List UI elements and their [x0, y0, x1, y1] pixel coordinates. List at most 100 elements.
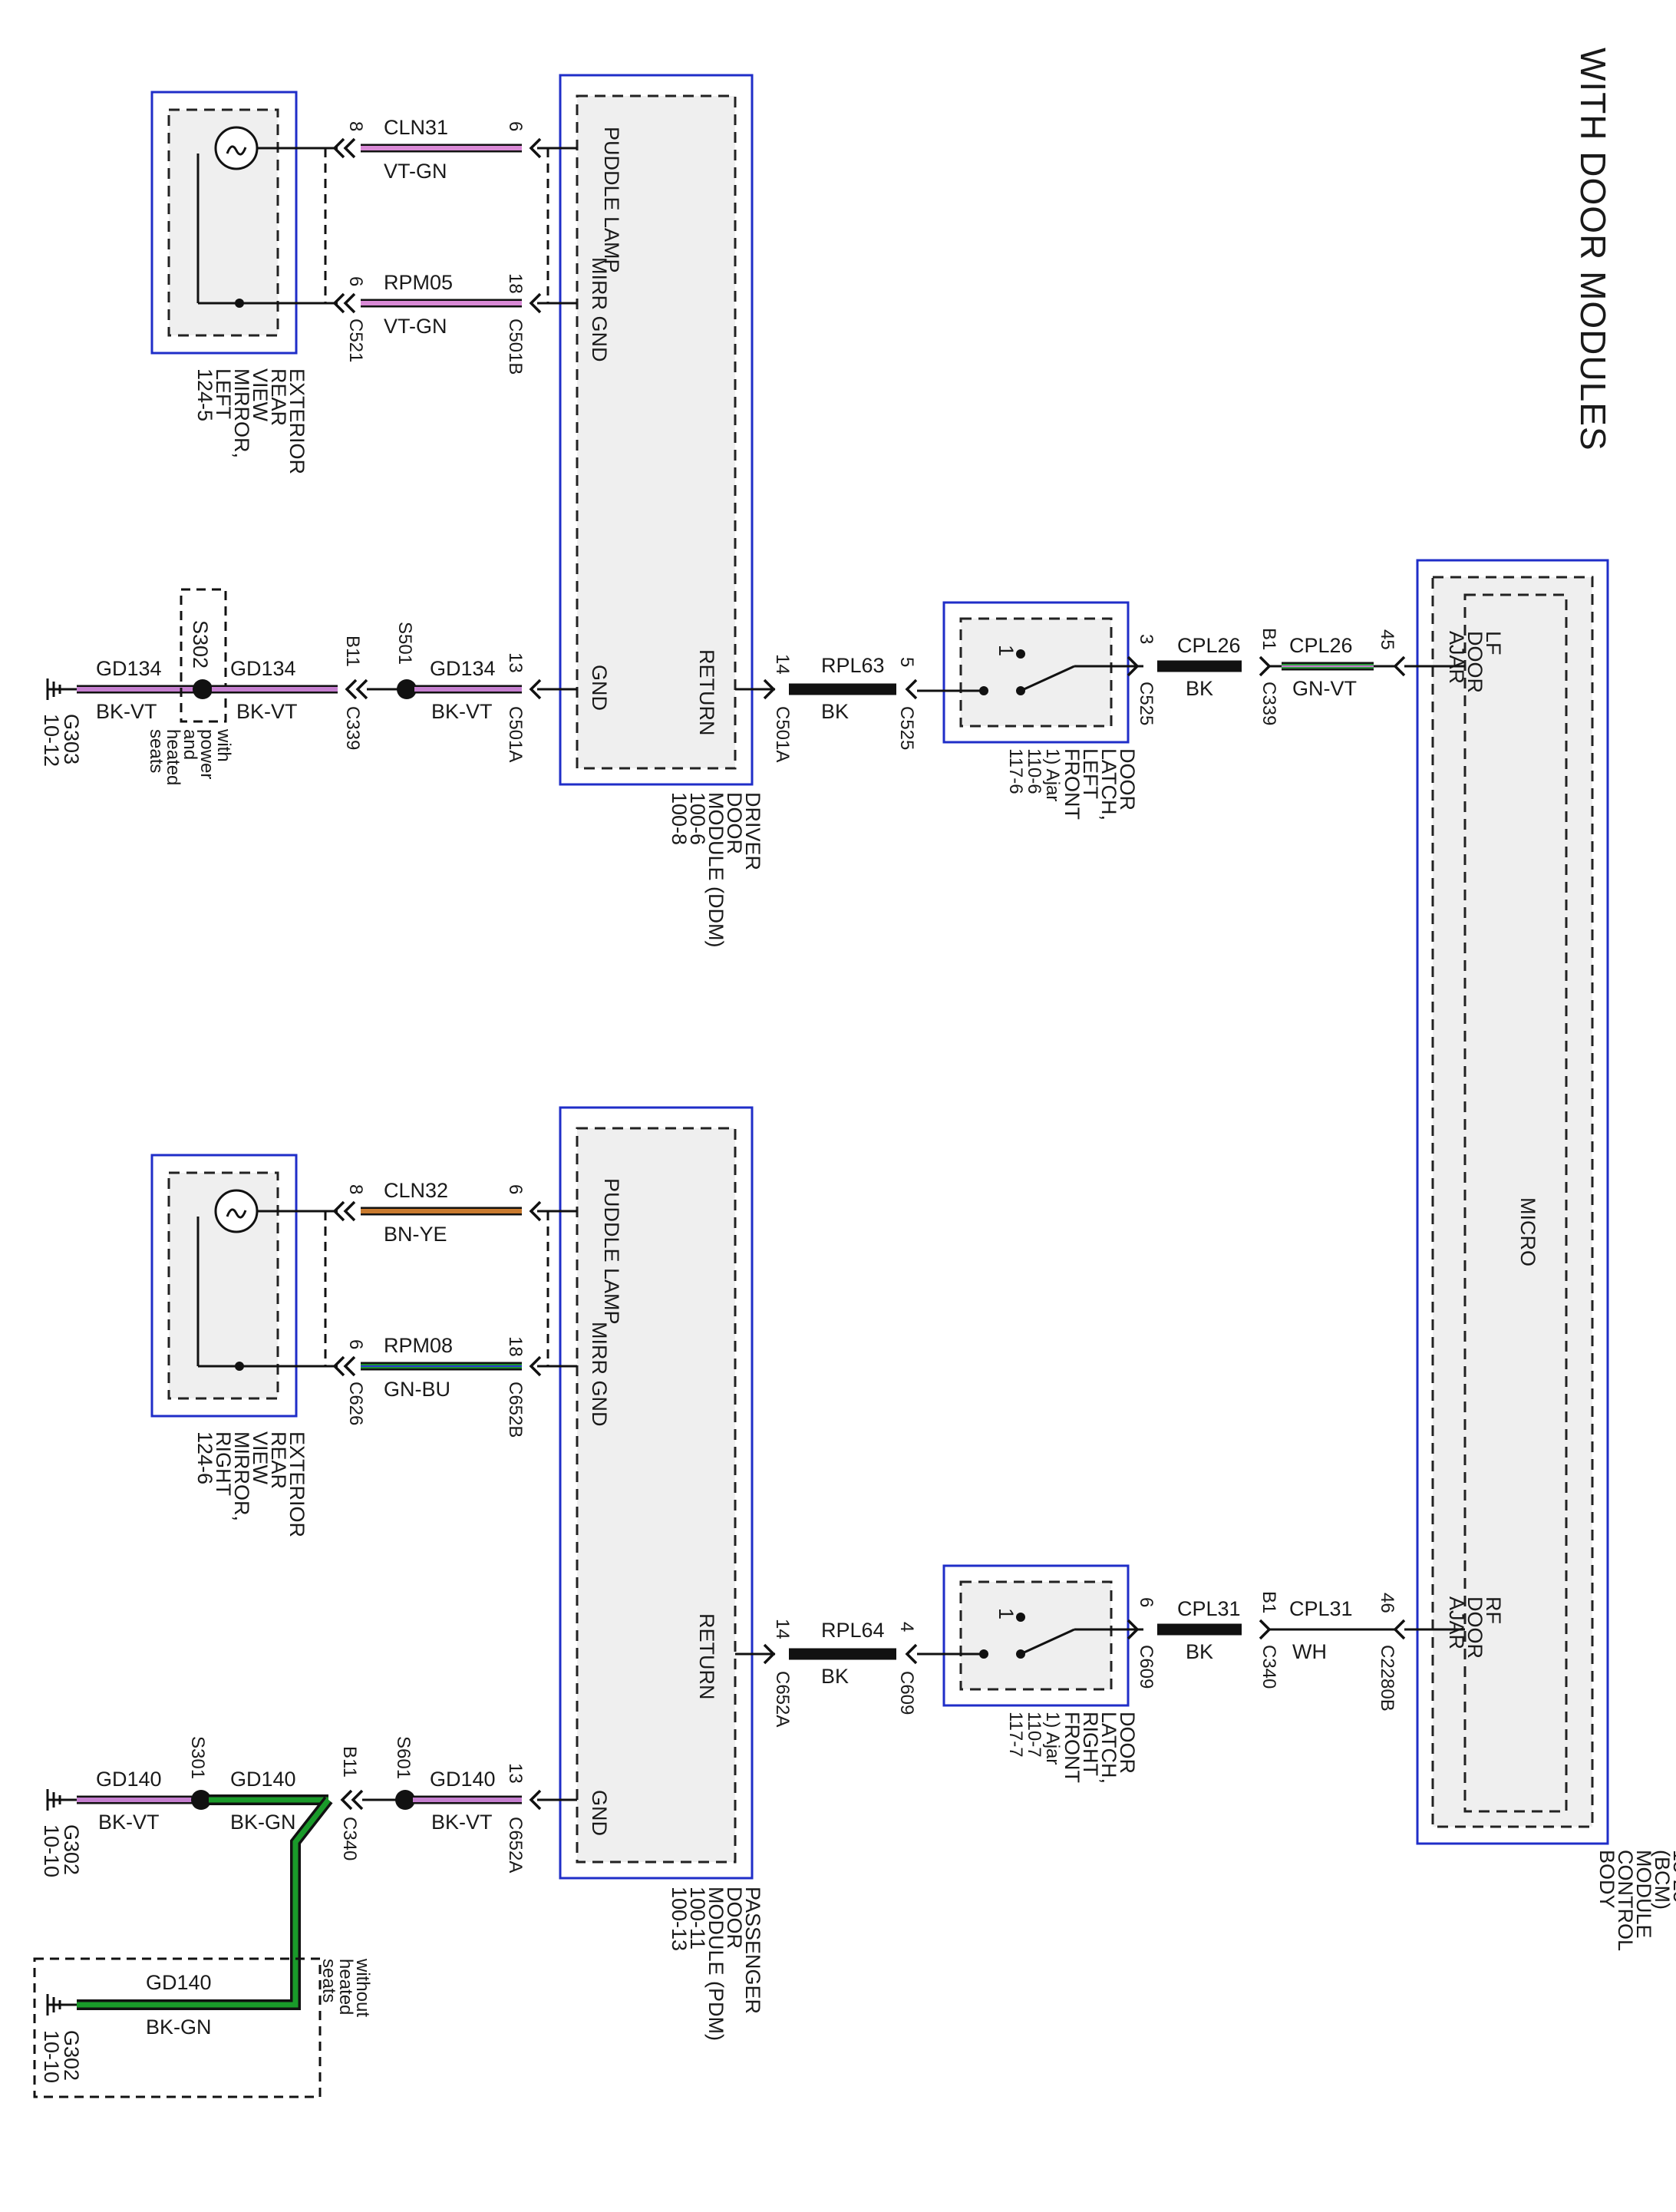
- bcm-name-5: 13-25: [1669, 1850, 1676, 1903]
- rpl63-conn-b: C525: [896, 706, 917, 750]
- splice-s301: S301: [187, 1736, 211, 1810]
- gd134-conn-c339: C339: [342, 706, 363, 750]
- cln32-name: CLN32: [384, 1179, 448, 1202]
- wire-cpl31-latch: CPL31 BK 6 C609: [1127, 1597, 1272, 1689]
- latch-right-name-4: FRONT: [1061, 1712, 1084, 1783]
- s302-note-1: with: [213, 728, 234, 762]
- latch-left-name-1: DOOR: [1116, 748, 1139, 811]
- s302-name: S302: [189, 620, 212, 669]
- cpl26-pin-b1: B1: [1259, 628, 1279, 650]
- rpl64-pin-b: 4: [896, 1622, 917, 1632]
- g302-lower-name: G302: [60, 2030, 83, 2081]
- ground-g302-lower: G302 10-10: [40, 1994, 83, 2083]
- cpl31-bcm-name: CPL31: [1289, 1597, 1353, 1620]
- rpm08-color: GN-BU: [384, 1378, 450, 1401]
- wire-cpl26-bcm: CPL26 GN-VT B1 C339 45: [1259, 628, 1465, 725]
- rpm08-pin-b: 18: [505, 1336, 526, 1357]
- gd140-module-name: GD140: [430, 1768, 496, 1791]
- rpm05-name: RPM05: [384, 271, 453, 294]
- latch-right-name-7: 117-7: [1005, 1712, 1026, 1758]
- s601-name: S601: [393, 1736, 414, 1779]
- driver-door-module: PUDDLE LAMP MIRR GND GND RETURN DRIVER D…: [559, 74, 764, 948]
- rpl63-name: RPL63: [821, 654, 885, 677]
- gd134-ground-color: BK-VT: [96, 700, 157, 723]
- gd140-ground-name: GD140: [96, 1768, 162, 1791]
- cpl26-conn-c525: C525: [1136, 682, 1156, 725]
- gd140-branch-note-2: heated: [335, 1959, 356, 2015]
- gd134-module-name: GD134: [430, 657, 496, 680]
- cln31-pin-a: 8: [345, 121, 366, 131]
- rpl64-pin-a: 14: [772, 1619, 793, 1639]
- door-latch-left-front: 1 DOOR LATCH, LEFT FRONT 1) Ajar 110-6 1…: [917, 601, 1143, 820]
- rpm08-conn-b: C652B: [505, 1382, 526, 1438]
- latch-left-name-7: 117-6: [1005, 748, 1026, 794]
- bcm-micro-label: MICRO: [1516, 1197, 1539, 1266]
- gd134-splice-color: BK-VT: [236, 700, 298, 723]
- mirror-left-name-3: VIEW: [249, 368, 272, 422]
- cln32-color: BN-YE: [384, 1223, 447, 1246]
- rpl63-pin-a: 14: [772, 654, 793, 675]
- ddm-pin-puddle-lamp: PUDDLE LAMP: [600, 127, 623, 273]
- bcm-name-2: CONTROL: [1614, 1850, 1637, 1951]
- gd140-splice-name: GD140: [230, 1768, 296, 1791]
- rpl63-color: BK: [821, 700, 849, 723]
- gd140-conn-c340: C340: [339, 1817, 360, 1860]
- mirror-right-name-6: 124-6: [193, 1431, 216, 1484]
- latch-left-name-2: LATCH,: [1097, 748, 1120, 820]
- rpm05-pin-b: 18: [505, 273, 526, 294]
- rpl63-conn-a: C501A: [772, 706, 793, 762]
- cln31-color: VT-GN: [384, 160, 447, 183]
- cpl26-bcm-name: CPL26: [1289, 634, 1353, 657]
- mirror-left-name-5: LEFT: [212, 368, 235, 419]
- rpm05-color: VT-GN: [384, 315, 447, 338]
- bcm-rf-label-3: AJAR: [1445, 1596, 1468, 1649]
- mirror-left-name-1: EXTERIOR: [285, 368, 308, 474]
- rpm05-conn-b: C501B: [505, 319, 526, 375]
- gd134-splice-name: GD134: [230, 657, 296, 680]
- rpm05-conn-a: C521: [345, 319, 366, 362]
- s302-note-5: seats: [146, 729, 167, 773]
- pdm-name-1: PASSENGER: [741, 1887, 764, 2014]
- s301-name: S301: [187, 1736, 208, 1779]
- gd140-branch-name: GD140: [146, 1971, 212, 1994]
- wire-gd134-splice: GD134 BK-VT B11 C339: [212, 636, 399, 750]
- cpl26-latch-name: CPL26: [1177, 634, 1241, 657]
- cln31-pin-b: 6: [505, 121, 526, 131]
- bcm-lf-label-3: AJAR: [1445, 631, 1468, 684]
- ddm-pin-gnd: GND: [588, 665, 611, 711]
- cln32-pin-b: 6: [505, 1184, 526, 1194]
- gd140-splice-color: BK-GN: [230, 1811, 296, 1834]
- ddm-name-1: DRIVER: [741, 792, 764, 870]
- bcm-name-1: BODY: [1595, 1850, 1618, 1909]
- s302-note-4: heated: [163, 729, 183, 785]
- wire-rpl64: RPL64 BK 14 C652A 4 C609: [735, 1619, 918, 1727]
- latch-right-name-5: 1) Ajar: [1042, 1712, 1063, 1765]
- bcm-rf-label-2: DOOR: [1463, 1596, 1486, 1659]
- latch-left-name-6: 110-6: [1024, 748, 1044, 794]
- ground-g303: G303 10-12: [40, 678, 83, 767]
- gd134-conn-c501a: C501A: [505, 706, 526, 762]
- wire-gd140-branch: GD140 BK-GN without heated seats: [33, 1796, 373, 2098]
- splice-s302: S302 with power and heated seats: [146, 588, 234, 785]
- latch-left-name-3: LEFT: [1079, 748, 1102, 799]
- wire-cln31: CLN31 VT-GN 8 6: [296, 116, 577, 183]
- gd140-conn-c652a: C652A: [505, 1817, 526, 1873]
- g303-name: G303: [60, 714, 83, 764]
- bcm-lf-label-2: DOOR: [1463, 631, 1486, 693]
- latch-left-switch-pin: 1: [995, 645, 1018, 656]
- rpl64-conn-b: C609: [896, 1671, 917, 1715]
- gd134-module-color: BK-VT: [431, 700, 493, 723]
- wire-rpm08: RPM08 GN-BU 6 18 C626 C652B: [239, 1334, 577, 1438]
- rpm08-conn-a: C626: [345, 1382, 366, 1425]
- wire-gd134-module: GD134 BK-VT S501 13 C501A: [394, 622, 577, 762]
- gd134-ground-name: GD134: [96, 657, 162, 680]
- cpl26-pin-45: 45: [1377, 629, 1397, 650]
- gd134-pin-b11: B11: [342, 636, 363, 667]
- gd140-pin-13: 13: [505, 1763, 526, 1784]
- rpl64-color: BK: [821, 1665, 849, 1688]
- cpl31-latch-color: BK: [1186, 1640, 1213, 1663]
- s302-note-2: power: [196, 729, 217, 779]
- s501-name: S501: [394, 622, 415, 665]
- cln31-name: CLN31: [384, 116, 448, 139]
